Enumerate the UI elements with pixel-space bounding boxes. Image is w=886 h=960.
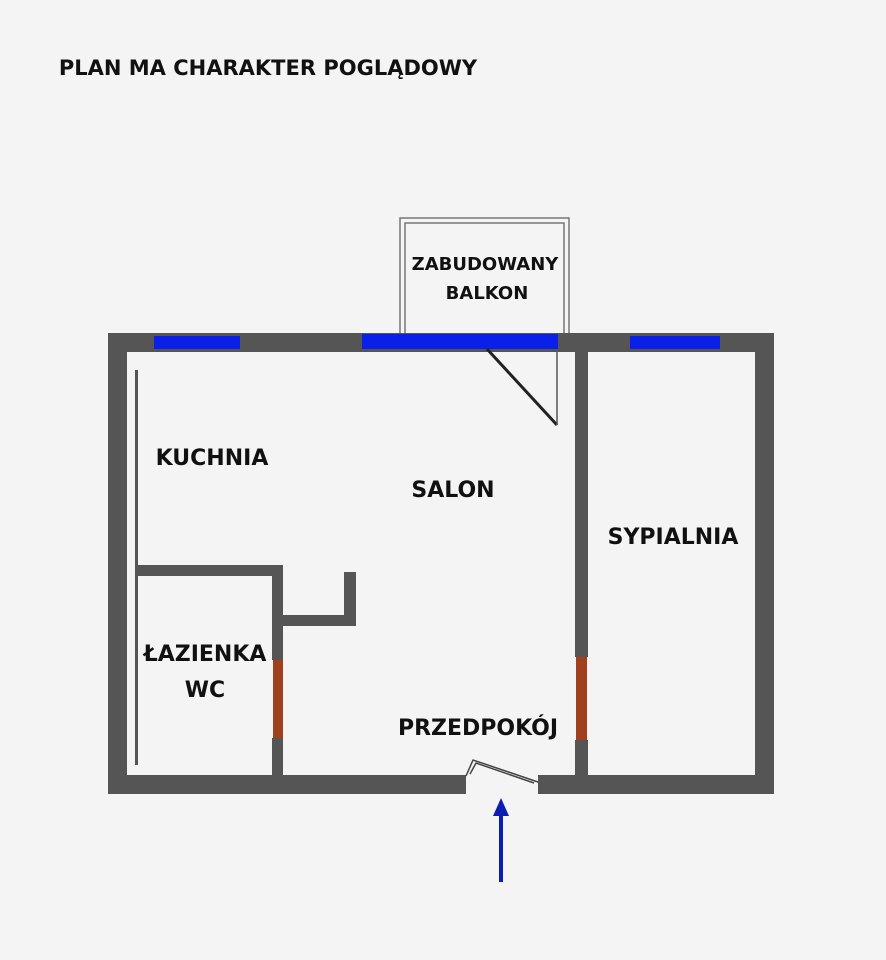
balcony-label-line2: BALKON	[446, 283, 529, 304]
bedroom-label: SYPIALNIA	[608, 525, 739, 550]
window-bedroom	[630, 336, 720, 349]
hallway-label: PRZEDPOKÓJ	[398, 715, 558, 741]
windows	[154, 334, 720, 349]
bedroom-partition-wall	[575, 352, 588, 780]
bathroom-label-line1: ŁAZIENKA	[143, 642, 267, 667]
bedroom-door-opening	[576, 657, 587, 740]
bathroom-door-opening	[273, 660, 283, 738]
window-balcony	[362, 334, 558, 349]
living-room-label: SALON	[411, 478, 494, 503]
outer-walls	[108, 333, 774, 794]
window-kitchen	[154, 336, 240, 349]
installation-shaft	[283, 572, 356, 626]
bathroom-label-line2: WC	[185, 678, 225, 703]
entrance-arrow	[493, 798, 509, 882]
plan-disclaimer-heading: PLAN MA CHARAKTER POGLĄDOWY	[59, 56, 478, 80]
enclosed-balcony	[399, 217, 570, 335]
entrance-door	[465, 759, 539, 784]
balcony-label-line1: ZABUDOWANY	[412, 254, 560, 275]
kitchen-label: KUCHNIA	[156, 446, 269, 471]
bathroom-walls	[135, 565, 283, 780]
balcony-door	[485, 347, 559, 427]
